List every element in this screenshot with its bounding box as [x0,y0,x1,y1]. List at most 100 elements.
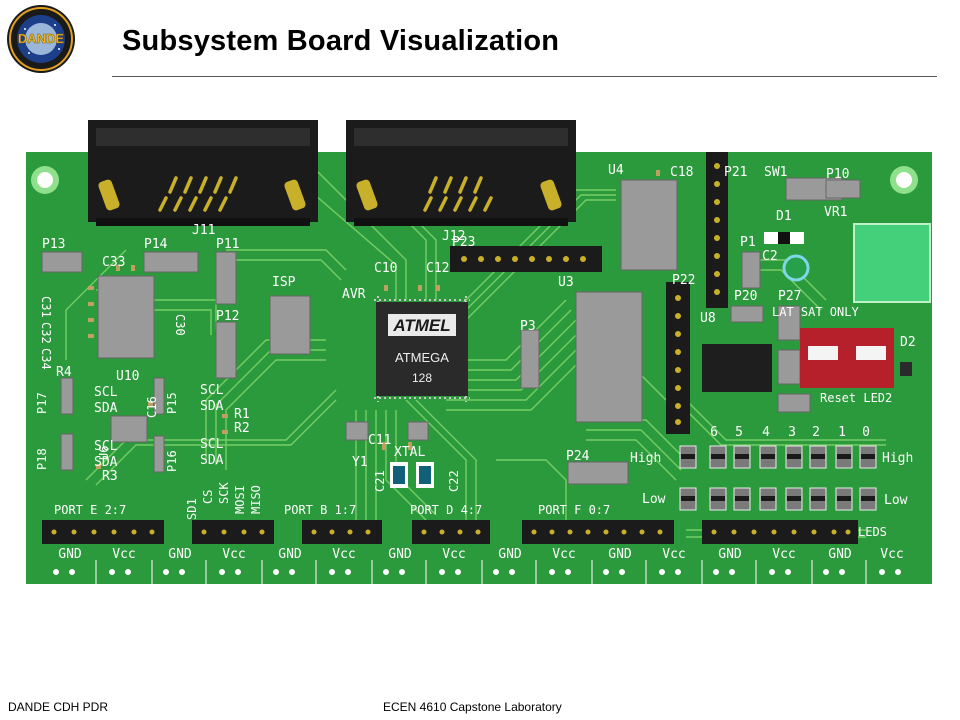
label-high-right: High [882,451,913,466]
power-label: Vcc [332,547,355,562]
regulator-pad [853,223,931,303]
label-xtal: XTAL [394,445,425,460]
chip-brand: ATMEL [392,316,450,335]
label-u10: U10 [116,369,139,384]
label-j12: J12 [442,229,465,244]
power-label: Vcc [112,547,135,562]
label-r1: R1 [234,407,250,422]
label-c30: C30 [173,314,187,336]
label-p21: P21 [724,165,747,180]
power-label: GND [608,547,632,562]
label-sda-1: SDA [94,401,118,416]
label-c18: C18 [670,165,693,180]
label-scl-4: SCL [200,437,224,452]
passive-components [41,177,861,485]
label-p20: P20 [734,289,757,304]
label-c21: C21 [373,470,387,492]
label-sda-2: SDA [200,399,224,414]
power-label: GND [718,547,742,562]
power-label: GND [168,547,192,562]
led-number: 0 [862,425,870,440]
label-c33: C33 [102,255,125,270]
power-label: GND [278,547,302,562]
connector-j12 [346,120,576,226]
label-scl-3: SCL [94,439,118,454]
label-scl-1: SCL [94,385,118,400]
label-u6: U6 [97,446,111,460]
label-c31: C31 [39,296,53,318]
label-c34: C34 [39,348,53,370]
label-d2: D2 [900,335,916,350]
led-number: 6 [710,425,718,440]
power-label-row: GND Vcc GND Vcc GND Vcc GND Vcc GND Vcc … [58,547,903,562]
label-u8: U8 [700,311,716,326]
label-port-d: PORT D 4:7 [410,503,482,517]
port-headers [42,520,858,544]
led-number: 5 [735,425,743,440]
footer-project: DANDE CDH PDR [8,700,109,714]
label-lat-sat-only: LAT SAT ONLY [772,305,859,319]
label-d1: D1 [776,209,792,224]
power-label: Vcc [222,547,245,562]
label-spi-miso: MISO [249,485,263,514]
header-p21 [706,152,728,308]
label-c11: C11 [368,433,391,448]
label-p17: P17 [35,392,49,414]
label-c10: C10 [374,261,397,276]
led-number: 1 [838,425,846,440]
label-p24: P24 [566,449,590,464]
label-vr1: VR1 [824,205,847,220]
label-p1: P1 [740,235,756,250]
label-p3: P3 [520,319,536,334]
label-p14: P14 [144,237,168,252]
label-u3: U3 [558,275,574,290]
label-leds: LEDS [858,525,887,539]
label-y1: Y1 [352,455,368,470]
led-number-row: 6 5 4 3 2 1 0 [710,425,870,440]
power-label: GND [58,547,82,562]
label-port-f: PORT F 0:7 [538,503,610,517]
label-isp: ISP [272,275,296,290]
power-label: Vcc [662,547,685,562]
chip-model: ATMEGA [395,350,449,365]
label-spi-sd: SD1 [185,498,199,520]
label-avr: AVR [342,287,366,302]
label-spi-mosi: MOSI [233,485,247,514]
label-p11: P11 [216,237,239,252]
terminal-row [52,568,902,576]
chip-number: 128 [412,371,432,385]
power-label: GND [498,547,522,562]
label-port-e: PORT E 2:7 [54,503,126,517]
pcb-board: ATMEL ATMEGA 128 [26,120,932,584]
label-r2: R2 [234,421,250,436]
label-scl-2: SCL [200,383,224,398]
capacitor-c2 [782,254,810,282]
power-label: Vcc [552,547,575,562]
terminal-dividers [95,560,867,584]
label-spi-sck: SCK [217,482,231,504]
header-p23 [450,246,602,272]
label-reset-led2: Reset LED2 [820,391,892,405]
label-port-b: PORT B 1:7 [284,503,356,517]
dip-switch [800,328,894,388]
label-low-right: Low [884,493,908,508]
label-high-left: High [630,451,661,466]
label-p16: P16 [165,450,179,472]
label-p13: P13 [42,237,65,252]
label-c12: C12 [426,261,449,276]
label-p12: P12 [216,309,239,324]
label-spi-cs: CS [201,490,215,504]
label-p15: P15 [165,392,179,414]
page-title: Subsystem Board Visualization [122,25,560,57]
dande-logo: DANDE [7,5,75,73]
led-d2 [900,362,912,376]
power-label: Vcc [880,547,903,562]
label-r3: R3 [102,469,118,484]
logo-label: DANDE [18,31,65,46]
led-number: 2 [812,425,820,440]
power-label: Vcc [442,547,465,562]
power-label: Vcc [772,547,795,562]
label-c16: C16 [145,396,159,418]
label-u4: U4 [608,163,624,178]
power-label: GND [388,547,412,562]
